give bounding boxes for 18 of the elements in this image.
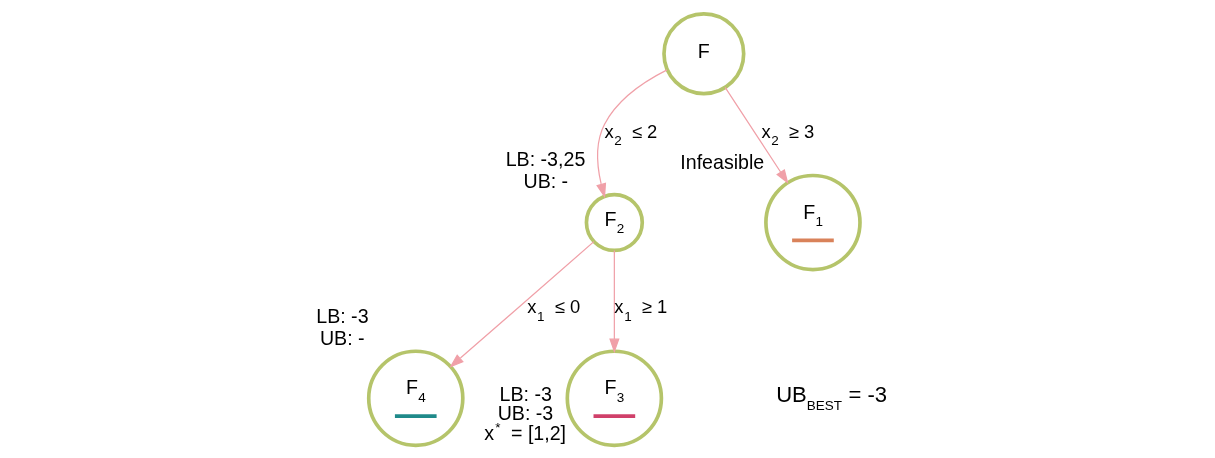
- node-label: LB: -3: [316, 304, 369, 327]
- edge-label: x$_{1}$ ≥ 1: [614, 295, 668, 324]
- node-label: UB: -: [319, 326, 365, 349]
- arrow: [724, 86, 789, 184]
- label: UB$_{BEST}$ = -3: [776, 381, 888, 413]
- node-circle: F: [662, 11, 746, 95]
- node-circle: F$_{1}$: [764, 173, 862, 271]
- arrow: [596, 68, 668, 198]
- edge-label: x$_{2}$ ≥ 3: [761, 120, 815, 148]
- edge-label: x$_{2}$ ≤ 2: [604, 120, 658, 148]
- node-circle: F$_{3}$: [565, 348, 664, 447]
- arrow: [609, 249, 620, 353]
- edge-label: x$_{1}$ ≤ 0: [527, 295, 581, 324]
- arrow: [449, 240, 595, 368]
- node-circle: F$_{2}$: [584, 192, 645, 252]
- node-label: UB: -: [523, 169, 569, 192]
- node-label: LB: -3,25: [505, 147, 586, 170]
- node-label: Infeasible: [680, 150, 765, 173]
